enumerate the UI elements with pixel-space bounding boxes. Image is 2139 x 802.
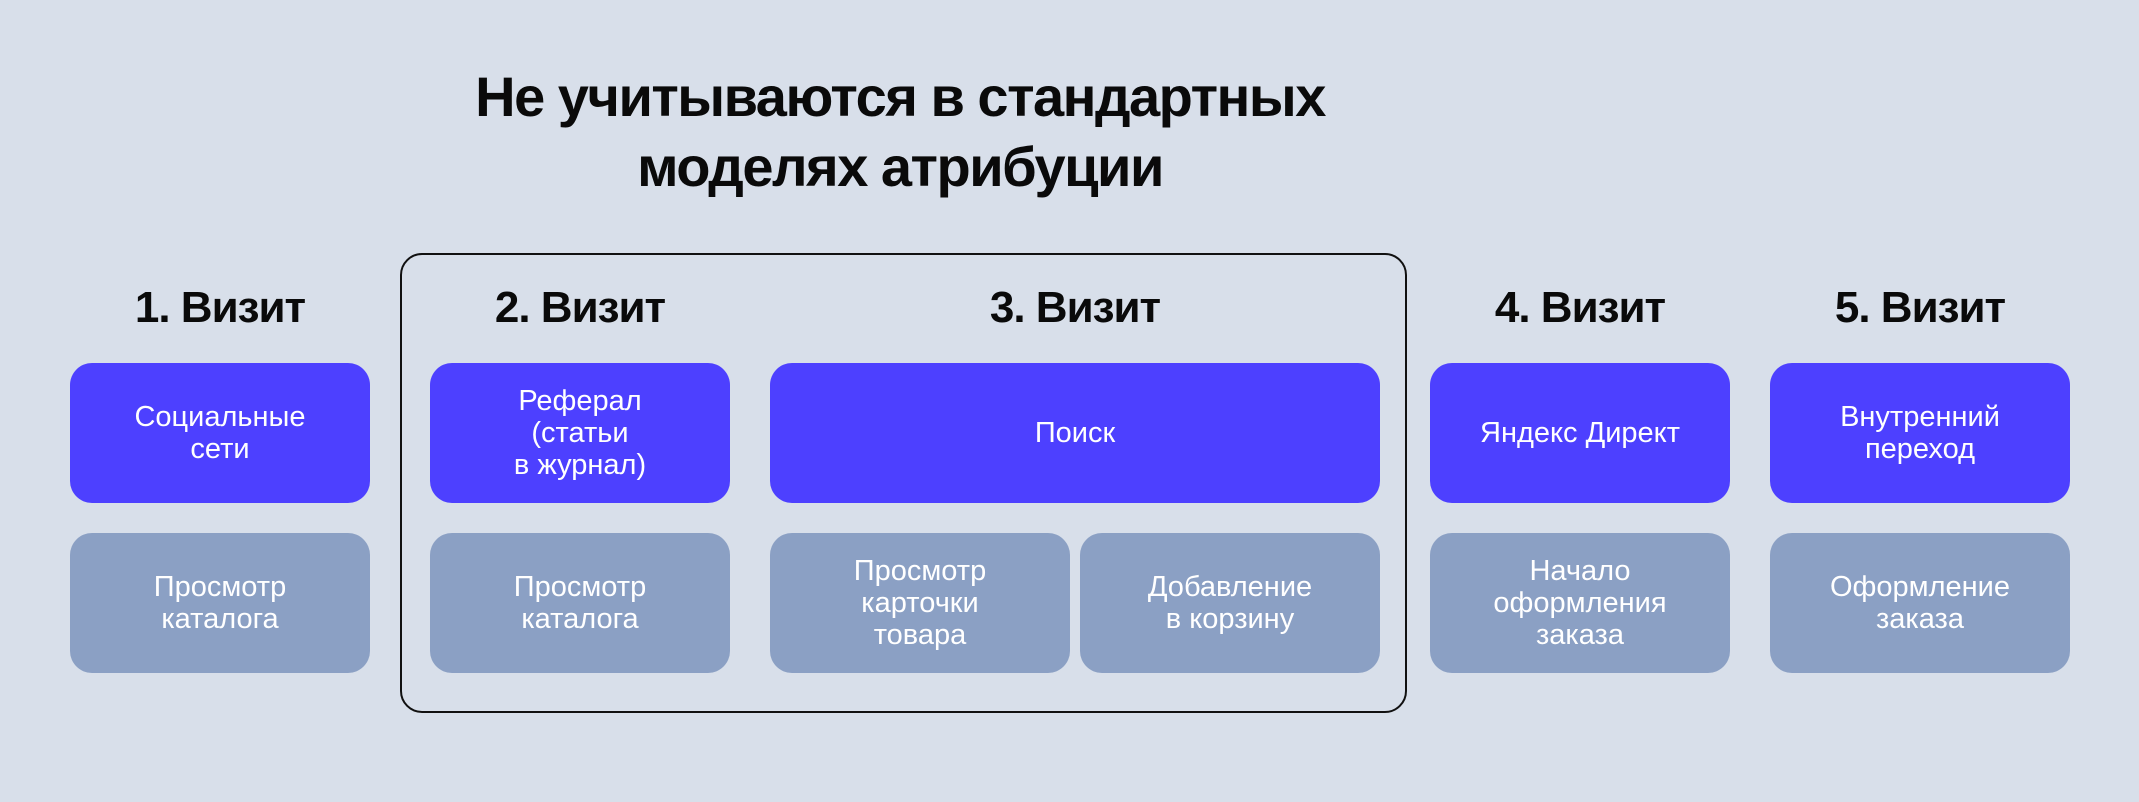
visit-5-source-card: Внутренний переход	[1770, 363, 2070, 503]
unattributed-visits-frame	[400, 253, 1407, 713]
visit-3-source-card: Поиск	[770, 363, 1380, 503]
visit-2-action-card: Просмотр каталога	[430, 533, 730, 673]
visit-3-action-card-2: Добавление в корзину	[1080, 533, 1380, 673]
visit-3-action-card-1: Просмотр карточки товара	[770, 533, 1070, 673]
visit-2-heading: 2. Визит	[494, 283, 666, 332]
visit-3-heading: 3. Визит	[989, 283, 1161, 332]
diagram-title: Не учитываются в стандартных моделях атр…	[400, 62, 1400, 202]
visit-4-heading: 4. Визит	[1494, 283, 1666, 332]
visit-1-heading: 1. Визит	[134, 283, 306, 332]
title-line-1: Не учитываются в стандартных	[475, 65, 1326, 128]
visit-5-heading: 5. Визит	[1834, 283, 2006, 332]
visit-2-source-card: Реферал (статьи в журнал)	[430, 363, 730, 503]
visit-5-action-card: Оформление заказа	[1770, 533, 2070, 673]
visit-1-source-card: Социальные сети	[70, 363, 370, 503]
title-line-2: моделях атрибуции	[637, 135, 1164, 198]
visit-4-source-card: Яндекс Директ	[1430, 363, 1730, 503]
visit-1-action-card: Просмотр каталога	[70, 533, 370, 673]
visit-4-action-card: Начало оформления заказа	[1430, 533, 1730, 673]
